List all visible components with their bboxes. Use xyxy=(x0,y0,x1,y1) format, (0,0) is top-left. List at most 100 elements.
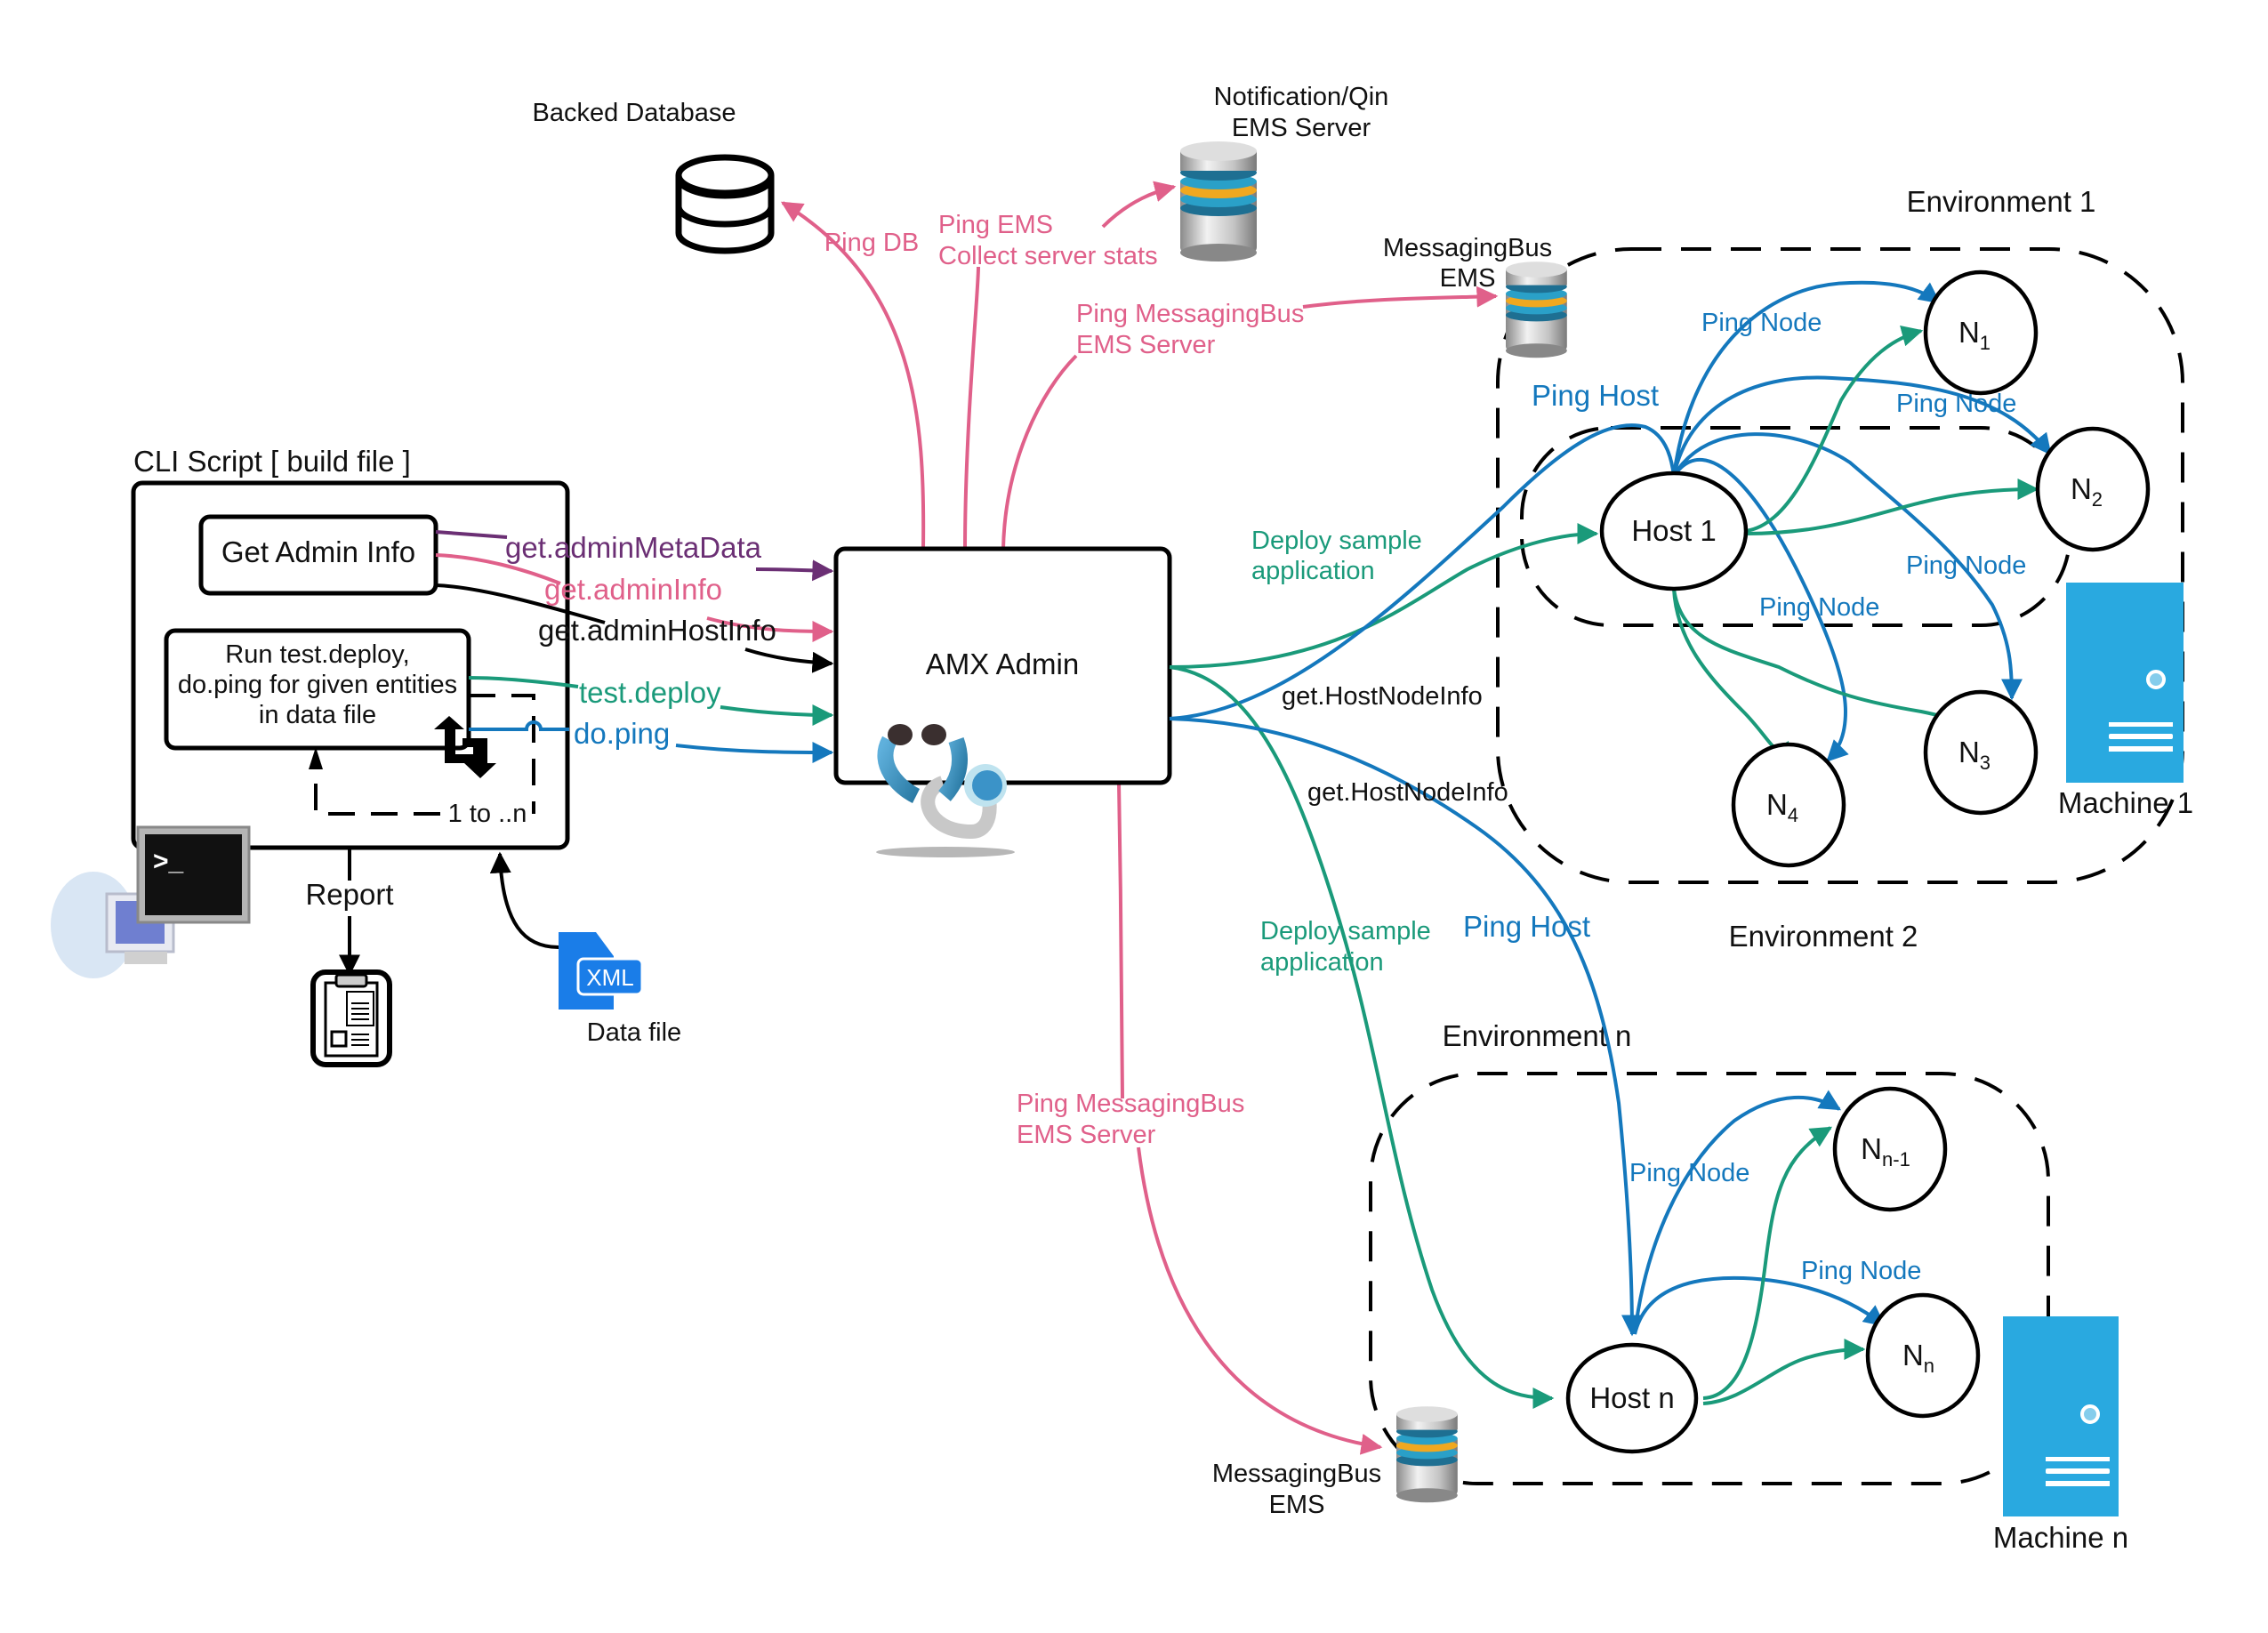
edge-get-host-node-2 xyxy=(1169,717,1643,1337)
label-ping-ems-1: Ping EMS xyxy=(938,211,1053,239)
cli-script-title: CLI Script [ build file ] xyxy=(133,445,411,478)
label-ping-ems-2: Collect server stats xyxy=(938,242,1158,270)
run-test-box[interactable] xyxy=(164,628,471,751)
edge-ping-mbus-bottom xyxy=(1117,782,1380,1447)
node-n-minus-1[interactable]: Nn-1 xyxy=(1832,1086,1948,1212)
loop-arrow-head xyxy=(309,747,323,769)
svg-text:>_: >_ xyxy=(153,847,184,876)
edge-deploy-env1 xyxy=(1169,523,1599,669)
host-n-label: Host n xyxy=(1589,1381,1674,1414)
node-n3-sub: 3 xyxy=(1980,752,1991,774)
messaging-bus-bottom-label-1: MessagingBus xyxy=(1212,1460,1381,1488)
report-clipboard-icon xyxy=(310,969,392,1067)
node-n2-base: N xyxy=(2071,472,2092,505)
label-ping-mbus-bottom-1: Ping MessagingBus xyxy=(1017,1090,1244,1118)
messaging-bus-bottom-label-2: EMS xyxy=(1269,1491,1325,1519)
report-label: Report xyxy=(305,878,393,911)
edge-data-file xyxy=(489,851,559,949)
run-test-line-1: Run test.deploy, xyxy=(225,640,409,669)
edge-deploy-node-n-1 xyxy=(1702,1126,1833,1400)
label-deploy-env-n-2: application xyxy=(1260,948,1384,977)
run-test-line-2: do.ping for given entities xyxy=(178,671,457,699)
ems-server-icon xyxy=(1506,261,1567,358)
node-n3[interactable]: N3 xyxy=(1923,689,2039,816)
edge-admin-info xyxy=(435,553,832,631)
svg-text:N2: N2 xyxy=(2071,472,2103,511)
edge-deploy-n2 xyxy=(1745,479,2039,535)
run-test-line-3: in data file xyxy=(259,701,376,729)
svg-text:N4: N4 xyxy=(1766,788,1798,826)
loop-refresh-icon xyxy=(434,716,496,778)
edge-deploy-node-n xyxy=(1702,1339,1866,1405)
node-n1-base: N xyxy=(1958,316,1980,349)
node-n2[interactable]: N2 xyxy=(2035,426,2151,552)
machine-n-label: Machine n xyxy=(1993,1521,2128,1554)
edge-ping-mbus xyxy=(1001,296,1496,550)
environment-2-label: Environment 2 xyxy=(1729,920,1918,953)
node-n4-base: N xyxy=(1766,788,1788,821)
edge-admin-host-info xyxy=(435,583,832,664)
node-n3-base: N xyxy=(1958,736,1980,768)
svg-text:Nn-1: Nn-1 xyxy=(1861,1132,1910,1170)
get-admin-info-label: Get Admin Info xyxy=(221,535,415,568)
label-get-host-node-2: get.HostNodeInfo xyxy=(1307,778,1508,807)
edge-ping-node-n-1 xyxy=(1633,1090,1842,1335)
label-admin-metadata: get.adminMetaData xyxy=(505,531,762,564)
amx-admin-label: AMX Admin xyxy=(926,648,1079,680)
label-ping-node-n: Ping Node xyxy=(1801,1257,1921,1285)
loop-label: 1 to ..n xyxy=(448,800,527,828)
edge-ping-node-3 xyxy=(1672,432,2023,701)
svg-text:Nn: Nn xyxy=(1902,1339,1934,1377)
server-machine-n-icon xyxy=(2003,1316,2119,1516)
label-ping-node-3: Ping Node xyxy=(1906,551,2026,580)
node-n2-sub: 2 xyxy=(2092,488,2103,511)
node-n-minus-1-sub: n-1 xyxy=(1882,1148,1910,1170)
label-ping-mbus-1: Ping MessagingBus xyxy=(1076,300,1304,328)
edge-ping-node-2 xyxy=(1672,375,2052,477)
label-admin-host-info: get.adminHostInfo xyxy=(538,614,776,647)
node-n-last[interactable]: Nn xyxy=(1865,1292,1981,1419)
ems-server-icon xyxy=(1180,141,1257,261)
messaging-bus-top-label-2: EMS xyxy=(1440,264,1496,293)
label-ping-mbus-bottom-2: EMS Server xyxy=(1017,1121,1156,1149)
edge-deploy-env-n xyxy=(1169,665,1555,1409)
environment-1-boundary xyxy=(1496,247,2184,884)
label-ping-db: Ping DB xyxy=(824,229,919,257)
edge-admin-metadata xyxy=(435,530,832,571)
label-ping-host-1: Ping Host xyxy=(1532,379,1659,412)
node-n-last-sub: n xyxy=(1924,1355,1934,1377)
edge-test-deploy xyxy=(468,676,832,715)
label-admin-info: get.adminInfo xyxy=(544,573,722,606)
label-ping-node-n-1: Ping Node xyxy=(1629,1159,1749,1187)
machine-1-label: Machine 1 xyxy=(2058,786,2193,819)
label-ping-mbus-2: EMS Server xyxy=(1076,331,1216,359)
edge-ping-db xyxy=(780,201,926,550)
server-machine-1-icon xyxy=(2066,583,2184,783)
label-ping-node-4: Ping Node xyxy=(1759,593,1879,622)
loop-dashed-path xyxy=(314,694,535,816)
host-1-node[interactable] xyxy=(1599,471,1749,591)
edge-get-host-node-1 xyxy=(1169,423,1676,720)
label-ping-host-2: Ping Host xyxy=(1463,910,1590,943)
node-n4[interactable]: N4 xyxy=(1731,742,1846,868)
notification-ems-label-1: Notification/Qin xyxy=(1214,83,1389,111)
notification-ems-label-2: EMS Server xyxy=(1232,114,1371,142)
edge-ping-node-1 xyxy=(1672,280,1941,477)
node-n1[interactable]: N1 xyxy=(1923,269,2039,396)
edge-do-ping xyxy=(469,720,832,752)
label-deploy-env1-2: application xyxy=(1251,557,1375,585)
edge-ping-node-n xyxy=(1633,1275,1886,1335)
environment-n-label: Environment n xyxy=(1443,1019,1632,1052)
node-n-last-base: N xyxy=(1902,1339,1924,1372)
environment-1-label: Environment 1 xyxy=(1907,185,2096,218)
svg-text:XML: XML xyxy=(586,964,633,991)
stethoscope-icon xyxy=(876,724,1015,857)
label-ping-node-2: Ping Node xyxy=(1896,390,2016,418)
edge-ping-ems xyxy=(963,187,1174,550)
label-deploy-env1-1: Deploy sample xyxy=(1251,527,1422,555)
host-1-label: Host 1 xyxy=(1631,514,1716,547)
host-n-node[interactable] xyxy=(1565,1342,1699,1454)
label-get-host-node-1: get.HostNodeInfo xyxy=(1282,682,1483,711)
label-test-deploy: test.deploy xyxy=(579,676,721,709)
